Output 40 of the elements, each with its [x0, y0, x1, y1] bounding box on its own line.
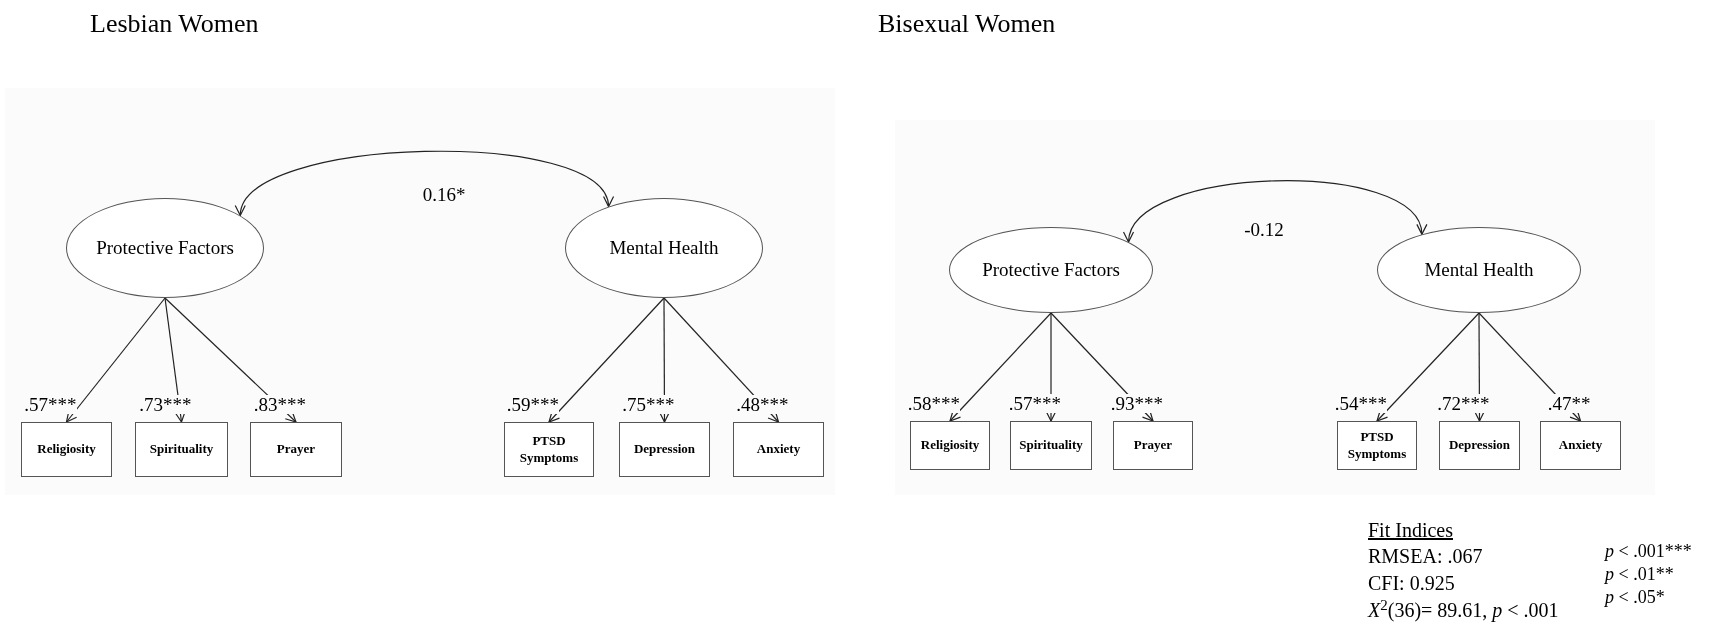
note-text: X$^{2}$(36)= 89.61, p < .001: [1368, 598, 1559, 623]
indicator-box: Depression: [619, 422, 710, 477]
edge-label: .48***: [736, 395, 789, 414]
indicator-box: Depression: [1439, 421, 1520, 470]
edge-label: .58***: [907, 394, 960, 413]
indicator-box: Anxiety: [733, 422, 824, 477]
indicator-box: Religiosity: [21, 422, 112, 477]
indicator-box: Prayer: [250, 422, 342, 477]
note-text: CFI: 0.925: [1368, 571, 1455, 596]
edge-label: .57***: [1008, 394, 1061, 413]
indicator-box: Anxiety: [1540, 421, 1621, 470]
arrow: [1126, 180, 1425, 243]
edge-label: -0.12: [1244, 220, 1284, 239]
indicator-box: Religiosity: [910, 421, 990, 470]
arrow: [949, 312, 1052, 422]
arrow: [65, 297, 166, 423]
panel-title: Lesbian Women: [90, 8, 259, 40]
note-text: p < .001***: [1605, 540, 1692, 563]
indicator-box: Spirituality: [1010, 421, 1092, 470]
note-text: p < .01**: [1605, 563, 1674, 586]
panel-title: Bisexual Women: [878, 8, 1056, 40]
edge-label: .73***: [139, 395, 192, 414]
edge-label: .57***: [24, 395, 77, 414]
note-text: RMSEA: .067: [1368, 544, 1483, 569]
arrow: [1376, 312, 1480, 422]
edge-label: .75***: [622, 395, 675, 414]
indicator-box: PTSD Symptoms: [504, 422, 594, 477]
edge-label: .47**: [1547, 394, 1591, 413]
note-text: p < .05*: [1605, 586, 1665, 609]
edge-label: .72***: [1437, 394, 1490, 413]
edge-label: 0.16*: [422, 185, 466, 204]
edge-label: .83***: [253, 395, 306, 414]
edge-label: .93***: [1110, 394, 1163, 413]
arrow: [548, 297, 665, 423]
edge-label: .59***: [506, 395, 559, 414]
indicator-box: Spirituality: [135, 422, 228, 477]
indicator-box: Prayer: [1113, 421, 1193, 470]
edge-label: .54***: [1334, 394, 1387, 413]
indicator-box: PTSD Symptoms: [1337, 421, 1417, 470]
note-text: Fit Indices: [1368, 518, 1453, 543]
